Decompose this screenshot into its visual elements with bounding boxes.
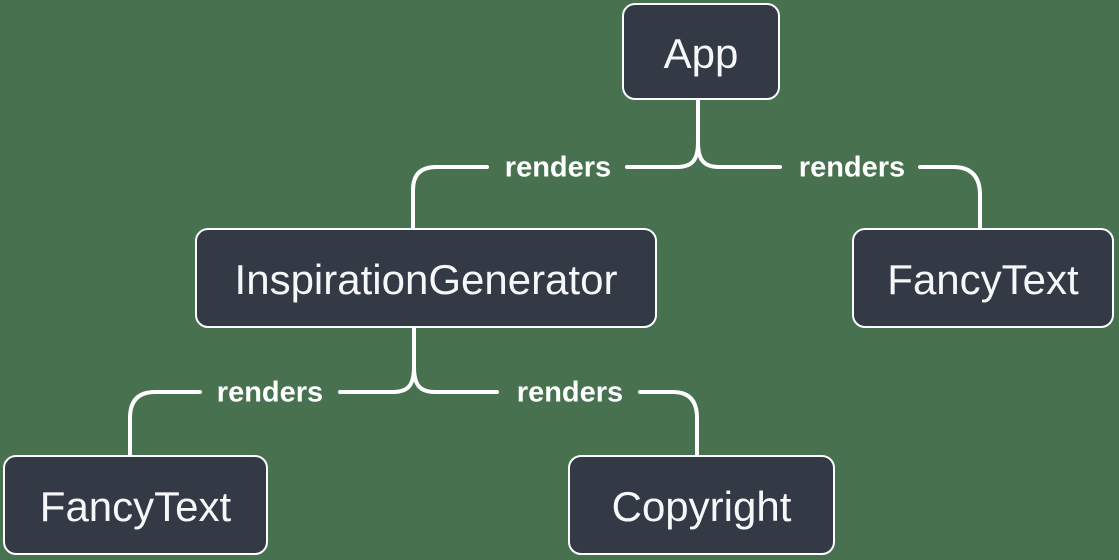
node-fancy-text-top-label: FancyText — [887, 256, 1079, 303]
node-fancy-text-bottom-label: FancyText — [39, 483, 232, 530]
edge-app-fancytext-flare-line — [696, 140, 782, 169]
edge-ig-copyright-flare-line — [412, 365, 499, 394]
edge-label-ig-fancy-text: renders — [216, 376, 324, 409]
edge-app-ig-flare-line — [625, 140, 700, 169]
edge-label-ig-copyright: renders — [516, 376, 624, 409]
edge-ig-fancytext-flare-line — [338, 365, 416, 394]
node-inspiration-generator-label: InspirationGenerator — [234, 256, 618, 303]
edge-ig-fancytext-corner-line — [128, 390, 202, 458]
node-copyright: Copyright — [568, 455, 835, 555]
node-app-label: App — [663, 29, 739, 77]
node-fancy-text-bottom: FancyText — [3, 455, 268, 555]
node-copyright-label: Copyright — [611, 483, 792, 530]
edge-ig-copyright-corner-line — [638, 390, 699, 458]
node-app: App — [622, 3, 780, 100]
edge-label-app-fancy-text: renders — [798, 151, 906, 184]
edge-app-ig-corner-line — [411, 165, 489, 232]
edge-label-app-inspiration-generator: renders — [504, 151, 612, 184]
node-fancy-text-top: FancyText — [852, 228, 1114, 328]
node-inspiration-generator: InspirationGenerator — [195, 228, 657, 328]
edge-app-fancytext-corner-line — [918, 165, 982, 232]
